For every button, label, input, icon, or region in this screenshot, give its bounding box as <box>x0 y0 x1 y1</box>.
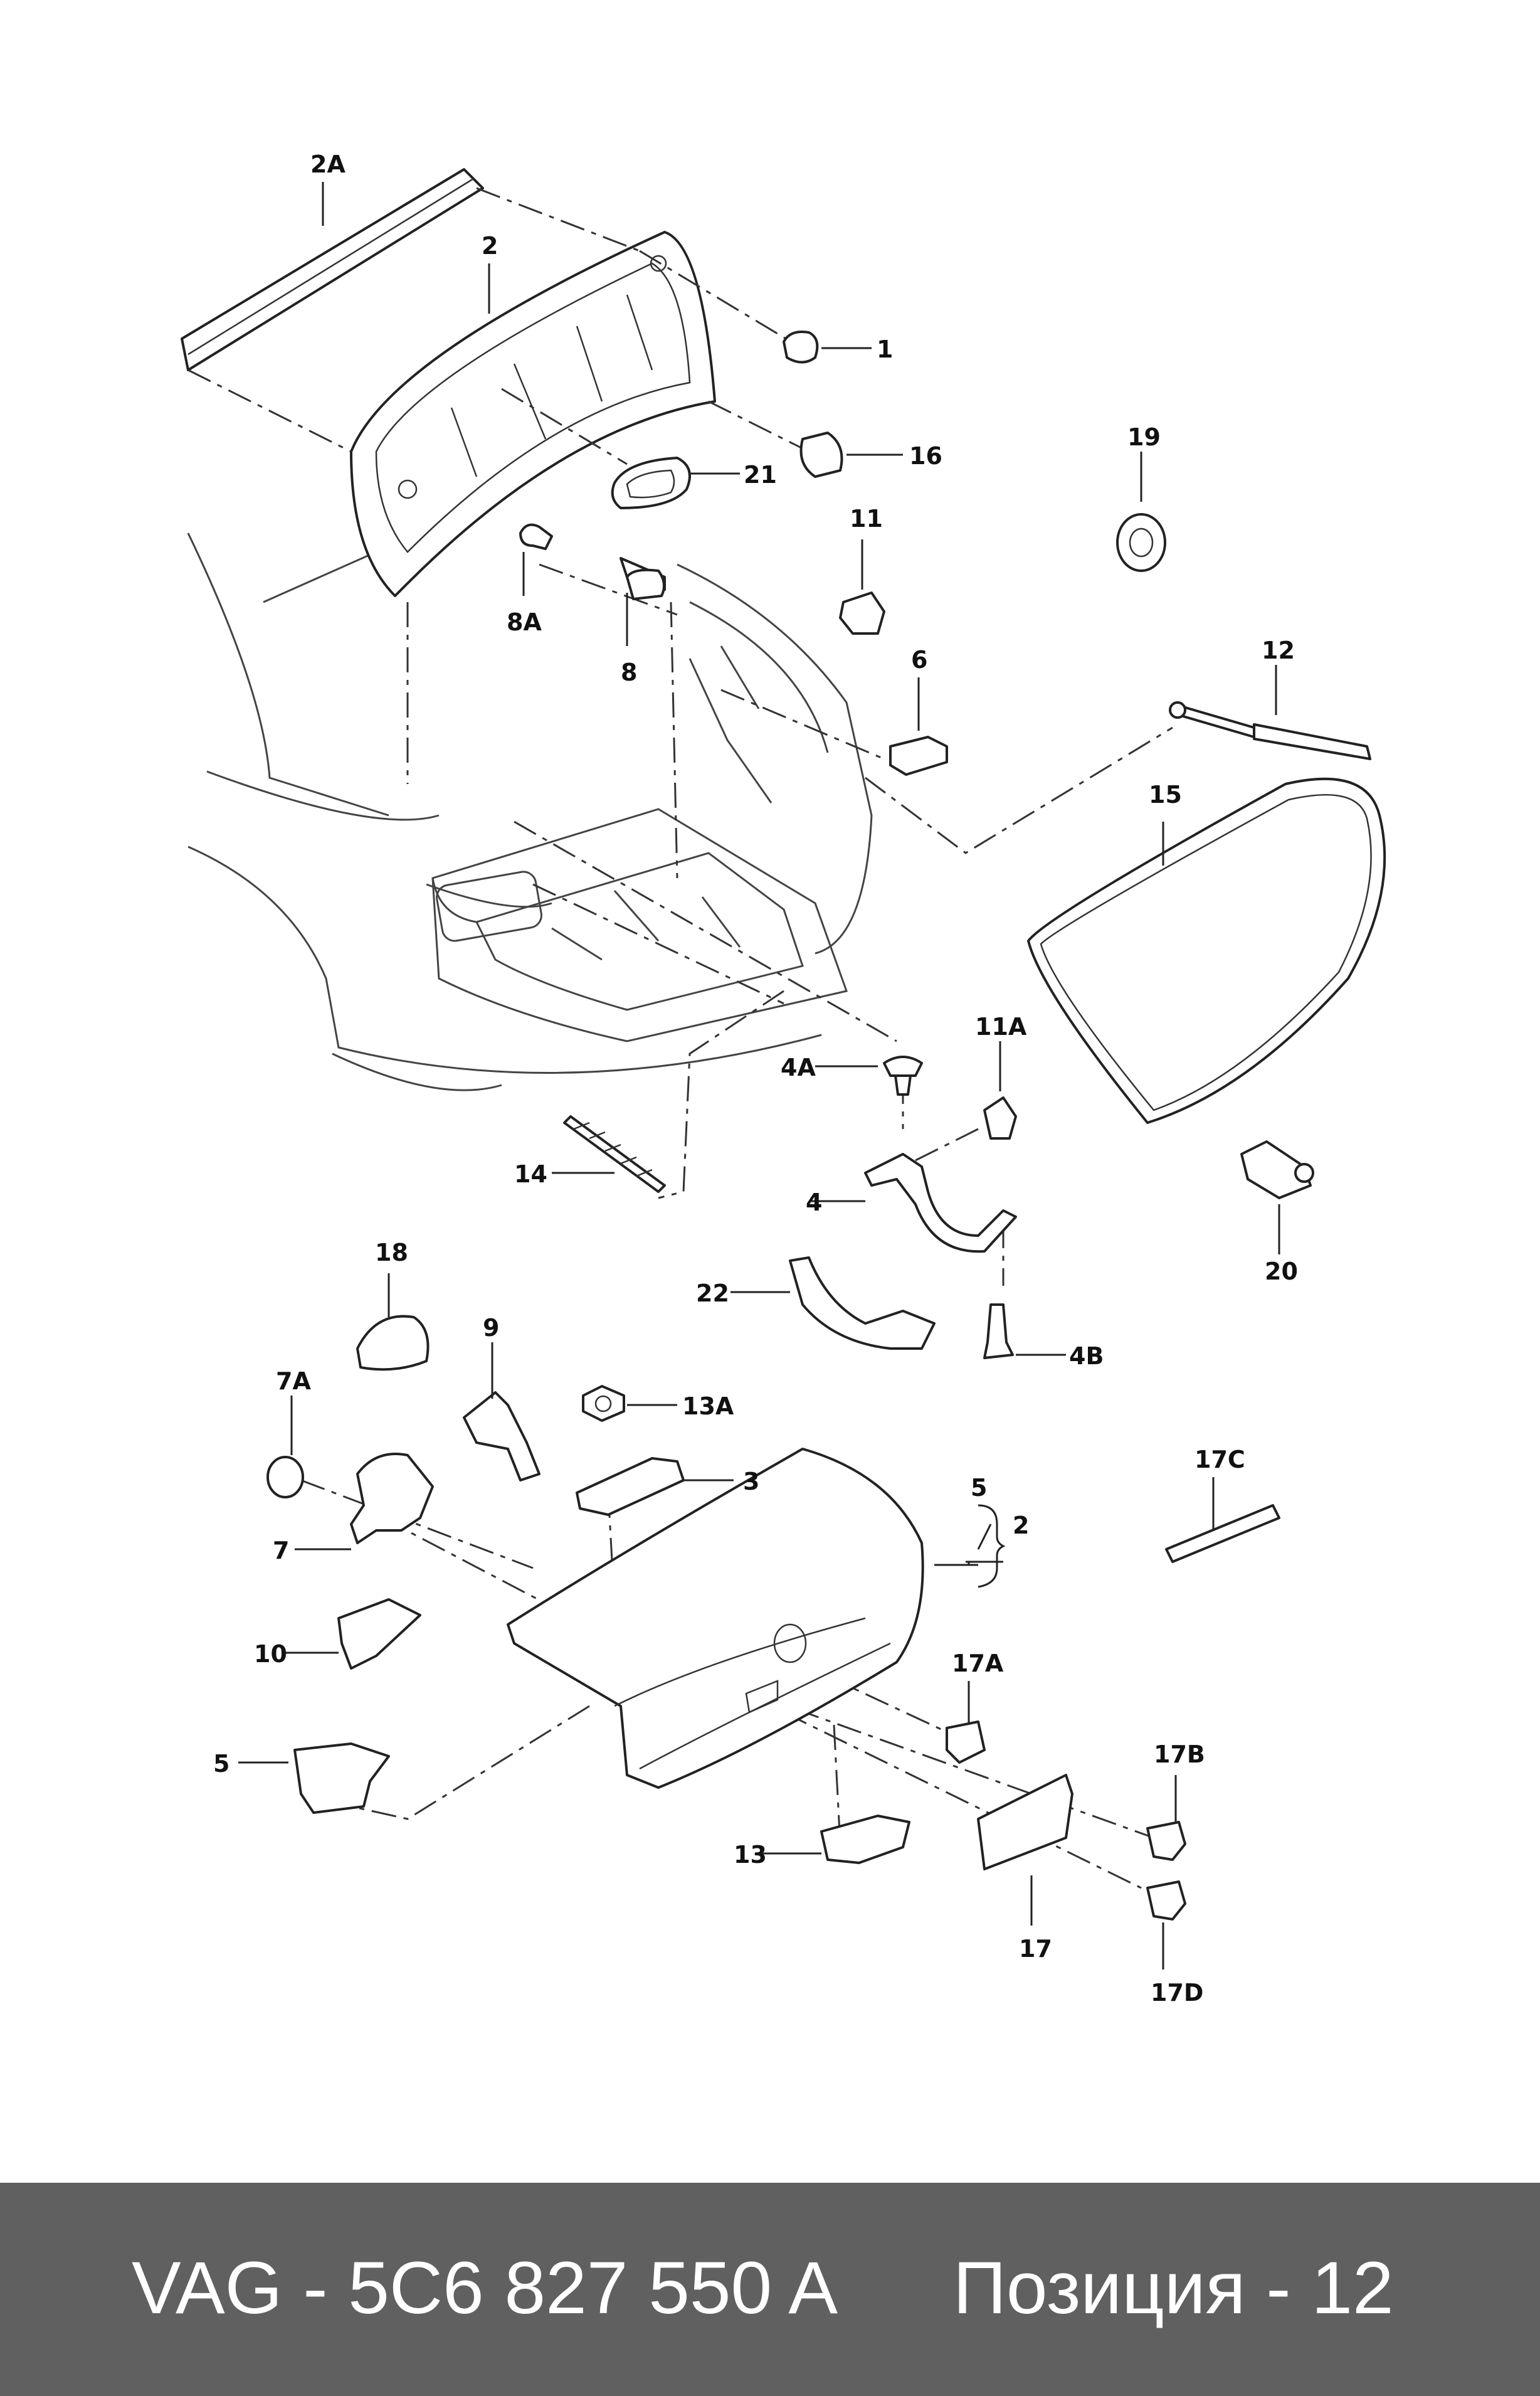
callout-2: 2 <box>482 232 498 260</box>
callout-20: 20 <box>1265 1258 1298 1285</box>
part-17c-plate <box>1165 1504 1280 1563</box>
callout-11a: 11A <box>975 1013 1027 1041</box>
callout-13: 13 <box>734 1841 767 1869</box>
part-2a-spoiler <box>181 168 484 371</box>
part-20-bracket <box>1240 1140 1312 1199</box>
callout-4b: 4B <box>1069 1342 1104 1370</box>
callout-6: 6 <box>911 646 927 674</box>
callout-2a: 2A <box>310 151 345 178</box>
part-13a-nut <box>582 1385 625 1422</box>
part-13-switch <box>820 1815 910 1864</box>
callout-3: 3 <box>743 1468 759 1495</box>
callout-5: 5 <box>213 1750 229 1778</box>
callout-21: 21 <box>744 461 777 489</box>
footer-bar: VAG - 5C6 827 550 A Позиция - 12 <box>0 2183 1540 2396</box>
exploded-parts-diagram: 2A 2 1 16 21 19 8A 8 11 6 12 15 14 4A 11… <box>181 151 1386 2006</box>
part-7a-grommet <box>266 1456 304 1498</box>
callout-11: 11 <box>850 505 883 533</box>
part-4-hinge <box>864 1153 1017 1253</box>
part-12-gas-strut <box>1169 701 1371 760</box>
part-17-license-bracket <box>977 1774 1073 1870</box>
callout-17b: 17B <box>1154 1741 1205 1768</box>
part-5-bracket <box>293 1742 390 1814</box>
callout-17c: 17C <box>1195 1446 1245 1473</box>
part-8a-bolt <box>519 523 553 550</box>
callout-17d: 17D <box>1151 1979 1203 2006</box>
leader-lines <box>238 182 1280 1969</box>
part-8-pin <box>620 557 666 600</box>
callout-17: 17 <box>1019 1935 1052 1963</box>
callout-12: 12 <box>1262 637 1295 664</box>
callout-8a: 8A <box>507 608 542 636</box>
part-10-housing <box>337 1598 421 1670</box>
part-2-trunk-lid-inner <box>350 231 716 597</box>
position-label: Позиция - 12 <box>953 2247 1394 2330</box>
callout-15: 15 <box>1149 781 1182 808</box>
part-6-pad <box>889 736 948 776</box>
part-22-hinge-arm <box>789 1256 936 1350</box>
callout-22: 22 <box>696 1280 729 1307</box>
part-4b-bolt <box>983 1303 1014 1359</box>
part-15-seal <box>1027 777 1386 1124</box>
callout-18: 18 <box>375 1239 408 1266</box>
callout-7: 7 <box>273 1537 289 1564</box>
callout-14: 14 <box>514 1160 547 1188</box>
part-1-buffer <box>783 331 819 364</box>
part-trunk-lid-outer <box>507 1448 924 1789</box>
callout-9: 9 <box>483 1314 499 1342</box>
callout-5-group: 5 <box>971 1474 987 1502</box>
part-17a-clip <box>946 1720 986 1764</box>
part-18-cover <box>356 1315 430 1371</box>
part-9-cover <box>463 1391 541 1482</box>
callout-10: 10 <box>254 1640 287 1668</box>
part-4a-clip <box>883 1056 923 1096</box>
part-21-grommet <box>611 457 691 509</box>
part-3-handle <box>576 1457 685 1516</box>
part-19-grommet <box>1116 513 1166 572</box>
part-number-label: VAG - 5C6 827 550 A <box>132 2247 838 2330</box>
callout-4a: 4A <box>781 1054 816 1081</box>
part-14-spring <box>563 1115 666 1193</box>
callout-13a: 13A <box>682 1392 734 1420</box>
callout-19: 19 <box>1127 423 1161 451</box>
callout-8: 8 <box>621 659 637 686</box>
car-body-outline <box>187 533 873 1091</box>
callout-labels: 2A 2 1 16 21 19 8A 8 11 6 12 15 14 4A 11… <box>213 151 1298 2006</box>
part-16-bump-stop <box>799 432 843 478</box>
callout-17a: 17A <box>952 1650 1004 1677</box>
part-7-lock <box>350 1453 434 1544</box>
callout-16: 16 <box>909 442 942 470</box>
callout-2-group: 2 <box>1013 1512 1029 1539</box>
part-11-bump-stop <box>839 591 885 635</box>
callout-4: 4 <box>806 1189 822 1216</box>
callout-1: 1 <box>877 336 893 363</box>
part-17d-screw <box>1146 1880 1186 1921</box>
part-17b-screw <box>1146 1821 1186 1861</box>
callout-7a: 7A <box>276 1367 311 1395</box>
part-11a-buffer <box>983 1096 1017 1140</box>
